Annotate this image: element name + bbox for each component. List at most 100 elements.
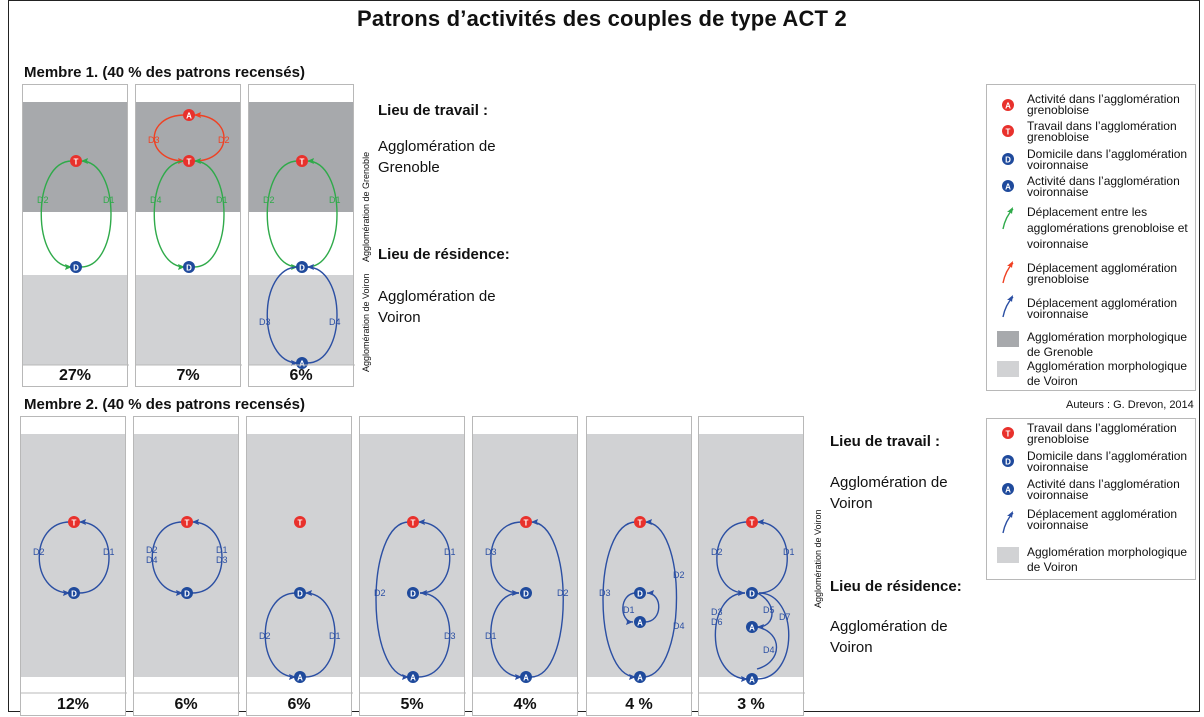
trip-label-d1: D1 [103, 547, 115, 557]
voiron-band [247, 434, 351, 677]
arrowhead [402, 674, 409, 680]
activity-node: A [296, 357, 308, 369]
trip-arrow-blue [151, 521, 184, 594]
trip-label-d1: D1 [444, 547, 456, 557]
trip-label-d7: D7 [779, 612, 791, 622]
trip-label-d3: D3 [485, 547, 497, 557]
author-credit: Auteurs : G. Drevon, 2014 [1066, 399, 1194, 411]
m2-diagram-3: D2 D1 T D A [247, 434, 353, 694]
legend1-item: Déplacement agglomération voironnaise [1027, 296, 1178, 321]
activity-node: A [746, 621, 758, 633]
home-node: D [634, 587, 646, 599]
percent-label: 4 % [625, 696, 653, 713]
trip-label-d3: D3 [259, 317, 271, 327]
voiron-swatch [997, 547, 1019, 563]
svg-text:D: D [1005, 156, 1011, 165]
activity-voiron-icon: A [1002, 483, 1014, 495]
arrowhead [420, 590, 427, 596]
m1-diagram-1: D2 D1 T D [23, 102, 129, 366]
percent-label: 6% [289, 367, 313, 384]
trip-label-d2: D2 [146, 545, 158, 555]
m1-lieu-travail-text: Agglomération de Grenoble [378, 136, 496, 178]
arrowhead [515, 674, 522, 680]
trip-label-d4: D4 [763, 645, 775, 655]
trip-arrow-blue [602, 521, 637, 678]
voiron-band [136, 275, 240, 365]
svg-text:D: D [186, 264, 192, 273]
arrowhead [178, 264, 185, 270]
trip-arrow-green [40, 160, 73, 268]
trip-label-d1: D1 [103, 195, 115, 205]
legend1-icons: A T D A [997, 99, 1019, 377]
activity-node: A [634, 616, 646, 628]
legend2-item: Agglomération morphologique de Voiron [1027, 545, 1188, 574]
svg-text:A: A [297, 674, 303, 683]
work-node: T [746, 516, 758, 528]
legend1-item: Activité dans l’agglomération grenoblois… [1027, 92, 1180, 117]
svg-text:A: A [1005, 102, 1011, 111]
voiron-band [360, 434, 464, 677]
text-line: Agglomération de [378, 288, 496, 305]
arrowhead [307, 264, 314, 270]
m2-lieu-travail-text: Agglomération de Voiron [830, 472, 948, 514]
trip-arrow-blue [716, 521, 749, 594]
svg-text:D: D [299, 264, 305, 273]
svg-text:A: A [410, 674, 416, 683]
m2-diagram-4: D2 D1 D3 T D A [360, 434, 466, 694]
home-node: D [181, 587, 193, 599]
m2-panel-4: D2 D1 D3 T D A 5% [359, 416, 466, 716]
m2-panel-1: D2 D1 T D 12% [20, 416, 127, 716]
work-node: T [294, 516, 306, 528]
activity-node: A [183, 109, 195, 121]
work-node: T [68, 516, 80, 528]
trip-label-d3: D3 [148, 135, 160, 145]
svg-text:T: T [72, 519, 77, 528]
legend1-item: Agglomération morphologique de Grenoble [1027, 330, 1188, 359]
activity-node: A [520, 671, 532, 683]
home-voiron-icon: D [1002, 455, 1014, 467]
m2-panel-3: D2 D1 T D A 6% [246, 416, 353, 716]
arrowhead [738, 590, 745, 596]
svg-text:T: T [750, 519, 755, 528]
trip-label-d1: D1 [216, 545, 228, 555]
trip-label-d3: D3 [216, 555, 228, 565]
m1-diagram-2: D3 D2 D4 D1 A T D [136, 102, 242, 366]
arrowhead [63, 590, 70, 596]
text-line: Voiron [830, 495, 873, 512]
trip-label-d1: D1 [216, 195, 228, 205]
trip-label-d2: D2 [374, 588, 386, 598]
trip-arrow-blue [264, 592, 297, 678]
trip-label-d4: D4 [146, 555, 158, 565]
work-node: T [407, 516, 419, 528]
trip-label-d6: D6 [711, 617, 723, 627]
home-node: D [70, 261, 82, 273]
arrowhead [305, 590, 312, 596]
grenoble-swatch [997, 331, 1019, 347]
svg-text:T: T [524, 519, 529, 528]
activity-node: A [407, 671, 419, 683]
home-node: D [520, 587, 532, 599]
svg-text:D: D [637, 590, 643, 599]
svg-text:D: D [184, 590, 190, 599]
home-node: D [296, 261, 308, 273]
arrowhead [289, 674, 296, 680]
work-grenoble-icon: T [1002, 427, 1014, 439]
trip-label-d3: D3 [444, 631, 456, 641]
voiron-band [587, 434, 691, 677]
trip-label-d2: D2 [557, 588, 569, 598]
trip-label-d1: D1 [485, 631, 497, 641]
work-node: T [520, 516, 532, 528]
voiron-band [23, 275, 127, 365]
trip-arrow-blue [78, 521, 110, 594]
svg-text:D: D [297, 590, 303, 599]
legend2-item: Activité dans l’agglomération voironnais… [1027, 477, 1180, 502]
svg-text:T: T [187, 158, 192, 167]
voiron-band [134, 434, 238, 677]
m1-lieu-residence-text: Agglomération de Voiron [378, 286, 496, 328]
activity-node: A [746, 673, 758, 685]
percent-label: 6% [287, 696, 311, 713]
arrowhead [194, 112, 201, 118]
svg-text:A: A [523, 674, 529, 683]
m2-diagram-1: D2 D1 T D [21, 434, 127, 694]
m2-panel-2: D2 D4 D1 D3 T D 6% [133, 416, 240, 716]
